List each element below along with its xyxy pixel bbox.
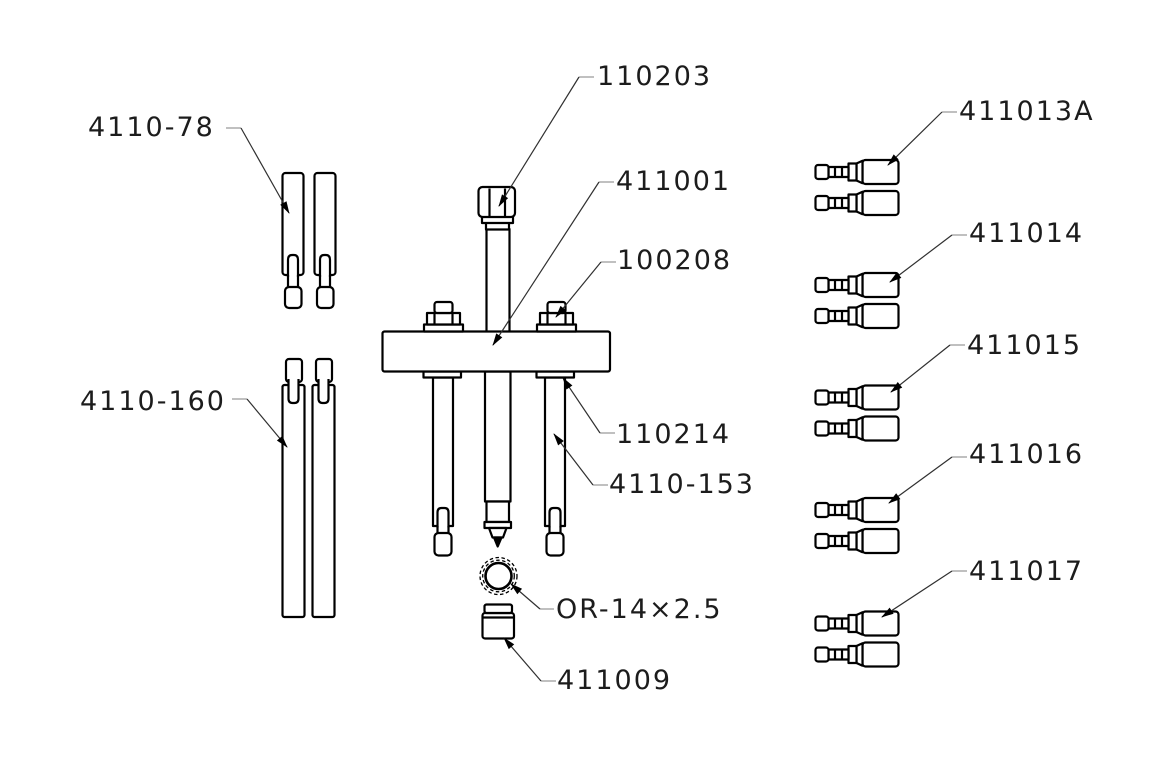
leader-lines <box>226 76 967 682</box>
part-label-short-rods: 4110-78 <box>88 112 215 143</box>
part-label-cap: 411009 <box>557 665 673 696</box>
part-label-leg: 4110-153 <box>609 469 755 500</box>
hex-nut-left <box>422 300 465 333</box>
center-screw <box>477 185 517 548</box>
puller-assembly <box>381 185 612 640</box>
part-label-adapter-5: 411017 <box>969 556 1085 587</box>
part-label-crossbar: 411001 <box>616 166 732 197</box>
puller-leg-right <box>543 376 567 557</box>
end-cap <box>481 603 516 640</box>
part-label-center-screw: 110203 <box>597 61 713 92</box>
part-label-washer: 110214 <box>616 419 732 450</box>
o-ring <box>479 556 518 596</box>
adapter-pairs <box>814 158 900 668</box>
part-label-adapter-3: 411015 <box>967 330 1083 361</box>
short-rod-pair <box>281 171 337 310</box>
part-label-adapter-1: 411013A <box>959 96 1095 127</box>
crossbar <box>381 330 612 373</box>
part-label-o-ring: OR-14×2.5 <box>556 594 723 625</box>
long-rod-pair <box>281 357 336 619</box>
part-label-long-rods: 4110-160 <box>80 386 226 417</box>
part-label-adapter-2: 411014 <box>969 218 1085 249</box>
puller-leg-left <box>431 376 455 557</box>
part-label-adapter-4: 411016 <box>969 439 1085 470</box>
part-label-nut: 100208 <box>617 245 733 276</box>
